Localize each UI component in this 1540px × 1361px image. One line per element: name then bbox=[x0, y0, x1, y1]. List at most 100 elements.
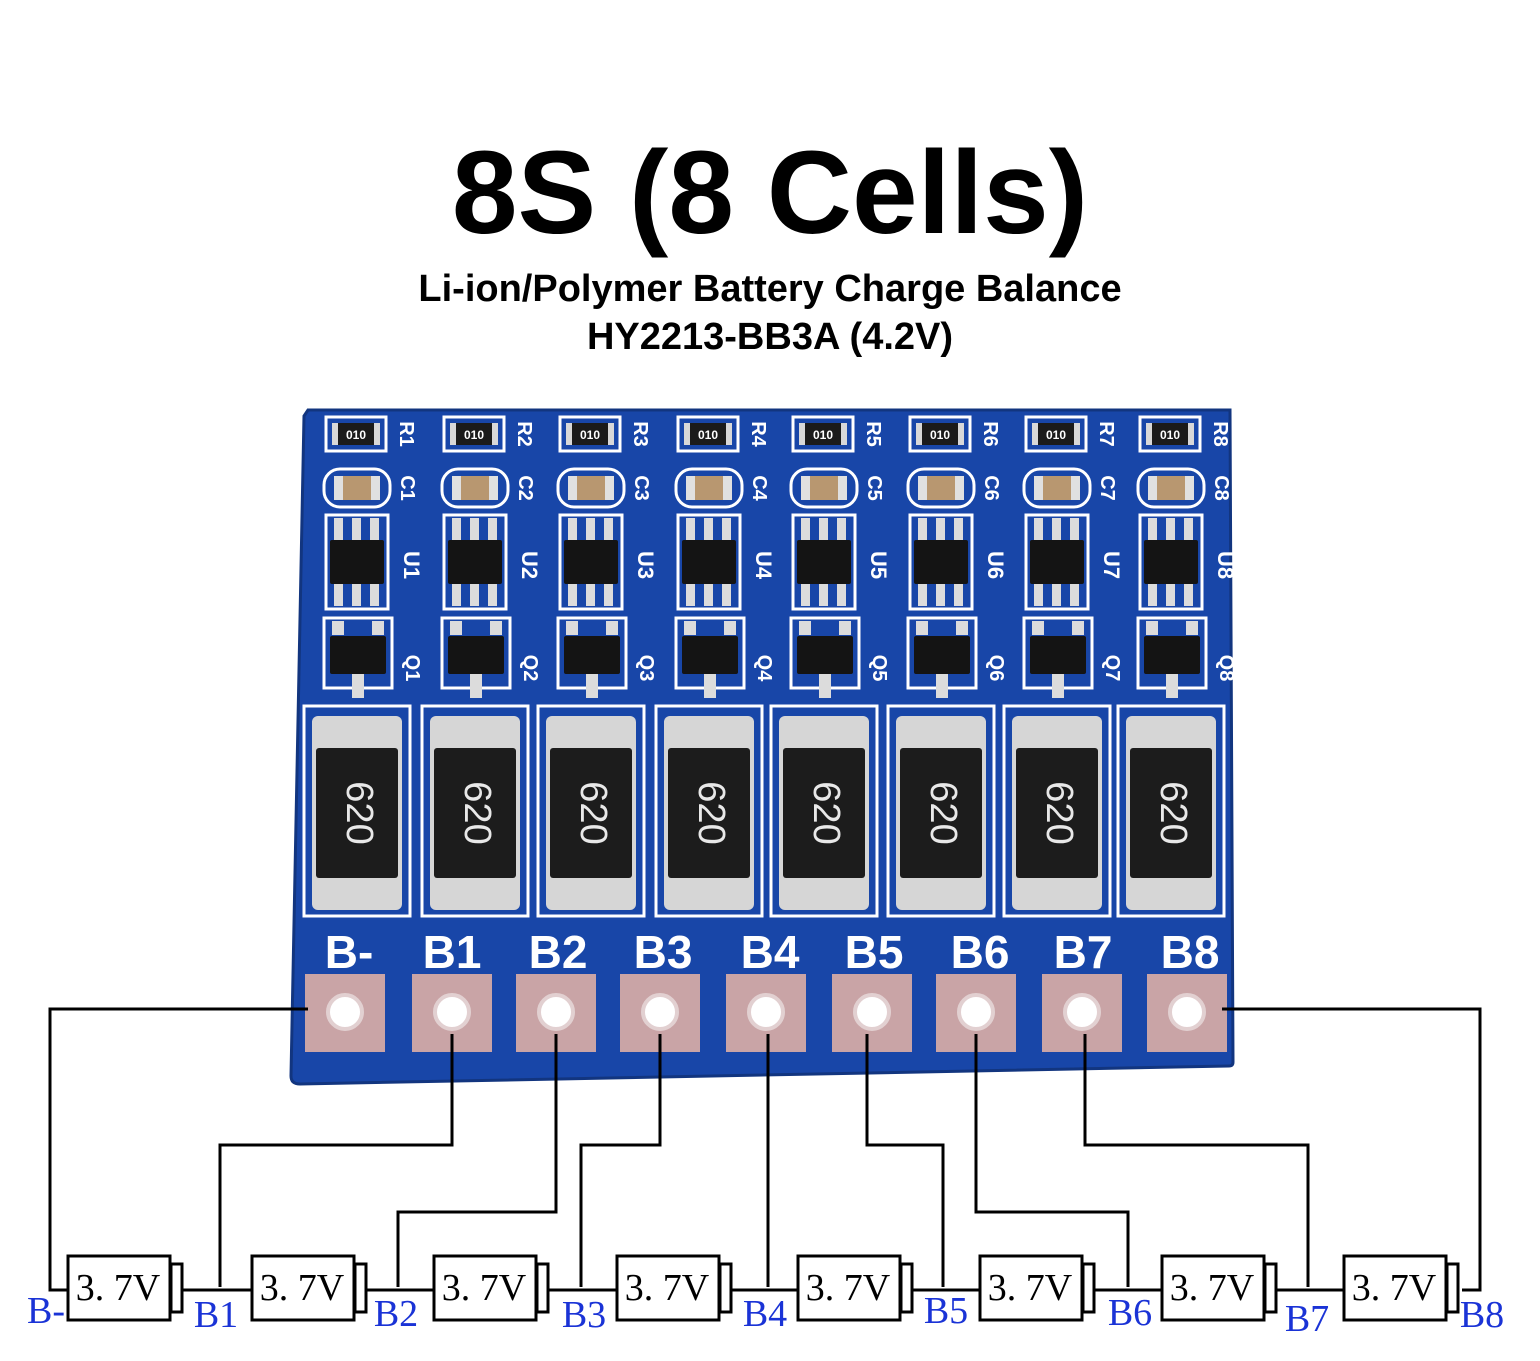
transistor-pin bbox=[724, 621, 736, 635]
ic-pin bbox=[704, 518, 713, 540]
cell-body bbox=[796, 1254, 902, 1322]
cell-voltage: 3. 7V bbox=[1352, 1267, 1437, 1309]
ic-outline bbox=[1138, 513, 1204, 611]
ic-pin bbox=[470, 518, 479, 540]
pad-b7: B7 bbox=[1042, 926, 1122, 1052]
ic-outline bbox=[324, 513, 390, 611]
resistor-marking: 010 bbox=[580, 428, 600, 442]
shunt-marking: 620 bbox=[338, 781, 380, 844]
capacitor-terminal bbox=[838, 476, 847, 500]
resistor-marking: 010 bbox=[813, 428, 833, 442]
transistor-pin bbox=[586, 674, 598, 698]
ic-pin bbox=[370, 584, 379, 606]
ic-body bbox=[1030, 540, 1084, 584]
capacitor-outline bbox=[322, 467, 392, 509]
cell-positive-terminal bbox=[535, 1262, 550, 1314]
subtitle-line-1: Li-ion/Polymer Battery Charge Balance bbox=[418, 268, 1122, 310]
transistor-pin bbox=[936, 674, 948, 698]
transistor-label: Q2 bbox=[519, 655, 541, 682]
pad-hole bbox=[853, 993, 891, 1031]
ic-pin bbox=[1070, 584, 1079, 606]
capacitor-outline bbox=[1136, 467, 1206, 509]
shunt-body bbox=[434, 748, 516, 878]
ic-pin bbox=[819, 584, 828, 606]
resistor-chip bbox=[454, 423, 494, 445]
capacitor-label: C3 bbox=[630, 475, 652, 501]
ic-outline bbox=[791, 513, 857, 611]
shunt-marking: 620 bbox=[1038, 781, 1080, 844]
resistor-terminal bbox=[450, 423, 456, 445]
ic-body bbox=[1144, 540, 1198, 584]
cell-voltage: 3. 7V bbox=[625, 1267, 710, 1309]
cell-positive-terminal bbox=[353, 1262, 368, 1314]
ic-pin bbox=[370, 518, 379, 540]
transistor-pin bbox=[956, 621, 968, 635]
wire-b1 bbox=[218, 1034, 454, 1287]
resistor-marking: 010 bbox=[930, 428, 950, 442]
resistor-terminal bbox=[958, 423, 964, 445]
pad-hole bbox=[537, 993, 575, 1031]
resistor-label: R6 bbox=[979, 421, 1001, 447]
capacitor-chip bbox=[801, 476, 847, 500]
resistor-terminal bbox=[332, 423, 338, 445]
transistor-label: Q3 bbox=[635, 655, 657, 682]
ic-pin bbox=[352, 518, 361, 540]
node-label-b2: B2 bbox=[374, 1293, 418, 1335]
transistor-body bbox=[914, 636, 970, 674]
resistor-marking: 010 bbox=[698, 428, 718, 442]
ic-label: U2 bbox=[517, 551, 542, 579]
pad-label: B3 bbox=[634, 926, 693, 978]
capacitor-terminal bbox=[1034, 476, 1043, 500]
resistor-marking: 010 bbox=[1046, 428, 1066, 442]
resistor-terminal bbox=[799, 423, 805, 445]
resistor-chip bbox=[1150, 423, 1190, 445]
resistor-outline bbox=[1138, 415, 1202, 453]
ic-label: U1 bbox=[399, 551, 424, 579]
capacitor-outline bbox=[906, 467, 976, 509]
ic-body bbox=[564, 540, 618, 584]
ic-label: U5 bbox=[866, 551, 891, 579]
resistor-terminal bbox=[916, 423, 922, 445]
transistor-pin bbox=[352, 674, 364, 698]
ic-outline bbox=[442, 513, 508, 611]
ic-pin bbox=[686, 584, 695, 606]
ic-pin bbox=[1166, 518, 1175, 540]
resistor-terminal bbox=[566, 423, 572, 445]
capacitor-terminal bbox=[955, 476, 964, 500]
capacitor-terminal bbox=[452, 476, 461, 500]
node-label-b4: B4 bbox=[743, 1293, 787, 1335]
node-label-b7: B7 bbox=[1285, 1298, 1329, 1340]
resistor-terminal bbox=[608, 423, 614, 445]
ic-pin bbox=[1184, 584, 1193, 606]
resistor-label: R1 bbox=[395, 421, 417, 447]
resistor-terminal bbox=[492, 423, 498, 445]
capacitor-terminal bbox=[568, 476, 577, 500]
capacitor-label: C4 bbox=[748, 475, 770, 501]
ic-pin bbox=[936, 518, 945, 540]
ic-pin bbox=[704, 584, 713, 606]
ic-body bbox=[914, 540, 968, 584]
shunt-body bbox=[550, 748, 632, 878]
capacitor-chip bbox=[1034, 476, 1080, 500]
shunt-marking: 620 bbox=[690, 781, 732, 844]
node-label-b5: B5 bbox=[924, 1290, 968, 1332]
capacitor-outline bbox=[556, 467, 626, 509]
ic-pin bbox=[488, 518, 497, 540]
battery-cell-7: 3. 7V bbox=[1160, 1254, 1278, 1322]
capacitor-chip bbox=[686, 476, 732, 500]
pad-label: B1 bbox=[423, 926, 482, 978]
capacitor-outline bbox=[440, 467, 510, 509]
ic-pin bbox=[722, 518, 731, 540]
capacitor-terminal bbox=[371, 476, 380, 500]
ic-pin bbox=[686, 518, 695, 540]
cell-body bbox=[615, 1254, 721, 1322]
capacitor-chip bbox=[568, 476, 614, 500]
resistor-outline bbox=[908, 415, 972, 453]
